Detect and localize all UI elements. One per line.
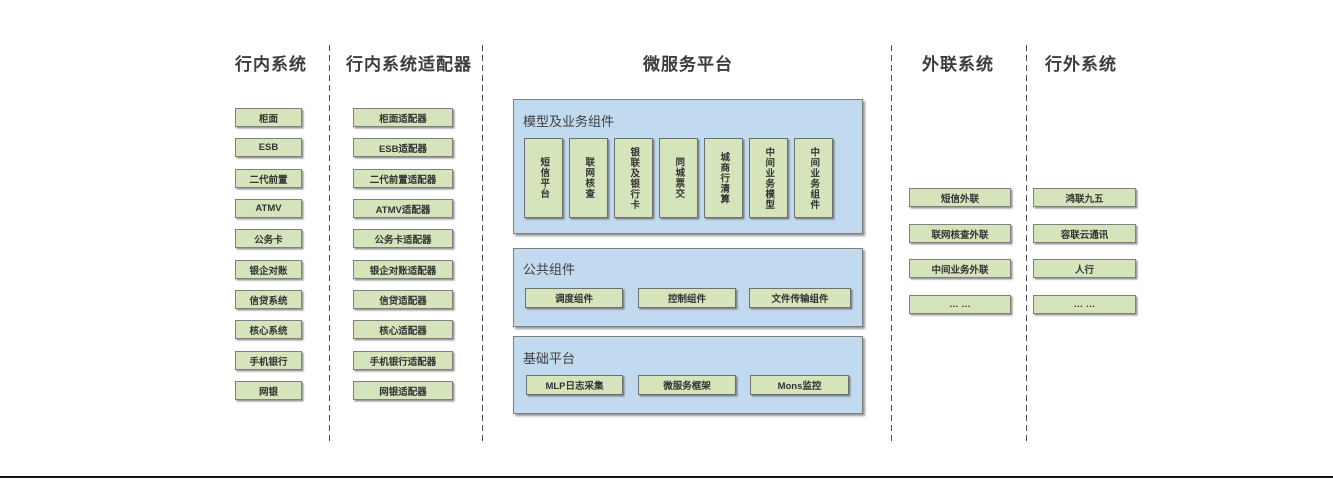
adapter-box: 网银适配器 xyxy=(353,381,453,400)
adapter-box: 柜面适配器 xyxy=(353,108,453,127)
panel-label: 模型及业务组件 xyxy=(523,114,615,129)
internal-system-box: 核心系统 xyxy=(235,320,302,339)
internal-system-box: ESB xyxy=(235,138,302,157)
adapter-box: ATMV适配器 xyxy=(353,199,453,218)
model-component-box: 联网核查 xyxy=(569,138,608,218)
external-system-box: 容联云通讯 xyxy=(1033,224,1136,243)
adapter-box: 二代前置适配器 xyxy=(353,169,453,188)
outreach-system-box: 联网核查外联 xyxy=(909,224,1011,243)
internal-system-box: ATMV xyxy=(235,199,302,218)
outreach-system-box: 短信外联 xyxy=(909,188,1011,207)
separator-line-2 xyxy=(482,45,483,443)
panel-model-business-components: 模型及业务组件 短信平台 联网核查 银联及银行卡 同城票交 城商行清算 中间业务… xyxy=(513,99,863,234)
adapter-box: 手机银行适配器 xyxy=(353,351,453,370)
vertical-label: 同城票交 xyxy=(673,157,685,199)
model-component-box: 银联及银行卡 xyxy=(614,138,653,218)
common-component-box: 调度组件 xyxy=(525,288,623,308)
header-microservice-platform: 微服务平台 xyxy=(643,55,733,74)
common-component-box: 文件传输组件 xyxy=(749,288,851,308)
model-component-box: 中间业务组件 xyxy=(794,138,833,218)
model-component-box: 短信平台 xyxy=(524,138,563,218)
adapter-box: ESB适配器 xyxy=(353,138,453,157)
header-internal-adapters: 行内系统适配器 xyxy=(346,55,472,74)
vertical-label: 银联及银行卡 xyxy=(628,146,640,210)
vertical-label: 中间业务模型 xyxy=(763,146,775,210)
base-platform-box: 微服务框架 xyxy=(638,375,736,395)
common-component-box: 控制组件 xyxy=(638,288,736,308)
external-system-box: 人行 xyxy=(1033,259,1136,278)
adapter-box: 公务卡适配器 xyxy=(353,229,453,248)
bottom-rule xyxy=(0,476,1333,478)
internal-system-box: 二代前置 xyxy=(235,169,302,188)
vertical-label: 短信平台 xyxy=(538,157,550,199)
model-component-box: 城商行清算 xyxy=(704,138,743,218)
model-component-box: 中间业务模型 xyxy=(749,138,788,218)
internal-system-box: 公务卡 xyxy=(235,229,302,248)
separator-line-3 xyxy=(891,45,892,443)
internal-system-box: 网银 xyxy=(235,381,302,400)
external-system-box: 鸿联九五 xyxy=(1033,188,1136,207)
adapter-box: 核心适配器 xyxy=(353,320,453,339)
external-system-box: … … xyxy=(1033,295,1136,314)
header-internal-systems: 行内系统 xyxy=(235,55,307,74)
vertical-label: 中间业务组件 xyxy=(808,146,820,210)
header-external-systems: 行外系统 xyxy=(1045,55,1117,74)
separator-line-4 xyxy=(1026,45,1027,443)
adapter-box: 银企对账适配器 xyxy=(353,260,453,279)
outreach-system-box: 中间业务外联 xyxy=(909,259,1011,278)
panel-base-platform: 基础平台 MLP日志采集 微服务框架 Mons监控 xyxy=(513,336,863,414)
vertical-label: 城商行清算 xyxy=(718,151,730,205)
panel-common-components: 公共组件 调度组件 控制组件 文件传输组件 xyxy=(513,248,863,327)
base-platform-box: MLP日志采集 xyxy=(526,375,623,395)
internal-system-box: 银企对账 xyxy=(235,260,302,279)
adapter-box: 信贷适配器 xyxy=(353,290,453,309)
vertical-label: 联网核查 xyxy=(583,157,595,199)
base-platform-box: Mons监控 xyxy=(750,375,849,395)
model-component-box: 同城票交 xyxy=(659,138,698,218)
separator-line-1 xyxy=(329,45,330,443)
internal-system-box: 柜面 xyxy=(235,108,302,127)
outreach-system-box: … … xyxy=(909,295,1011,314)
panel-label: 基础平台 xyxy=(523,351,576,366)
internal-system-box: 手机银行 xyxy=(235,351,302,370)
header-outreach-systems: 外联系统 xyxy=(922,55,994,74)
panel-label: 公共组件 xyxy=(523,262,576,277)
internal-system-box: 信贷系统 xyxy=(235,290,302,309)
